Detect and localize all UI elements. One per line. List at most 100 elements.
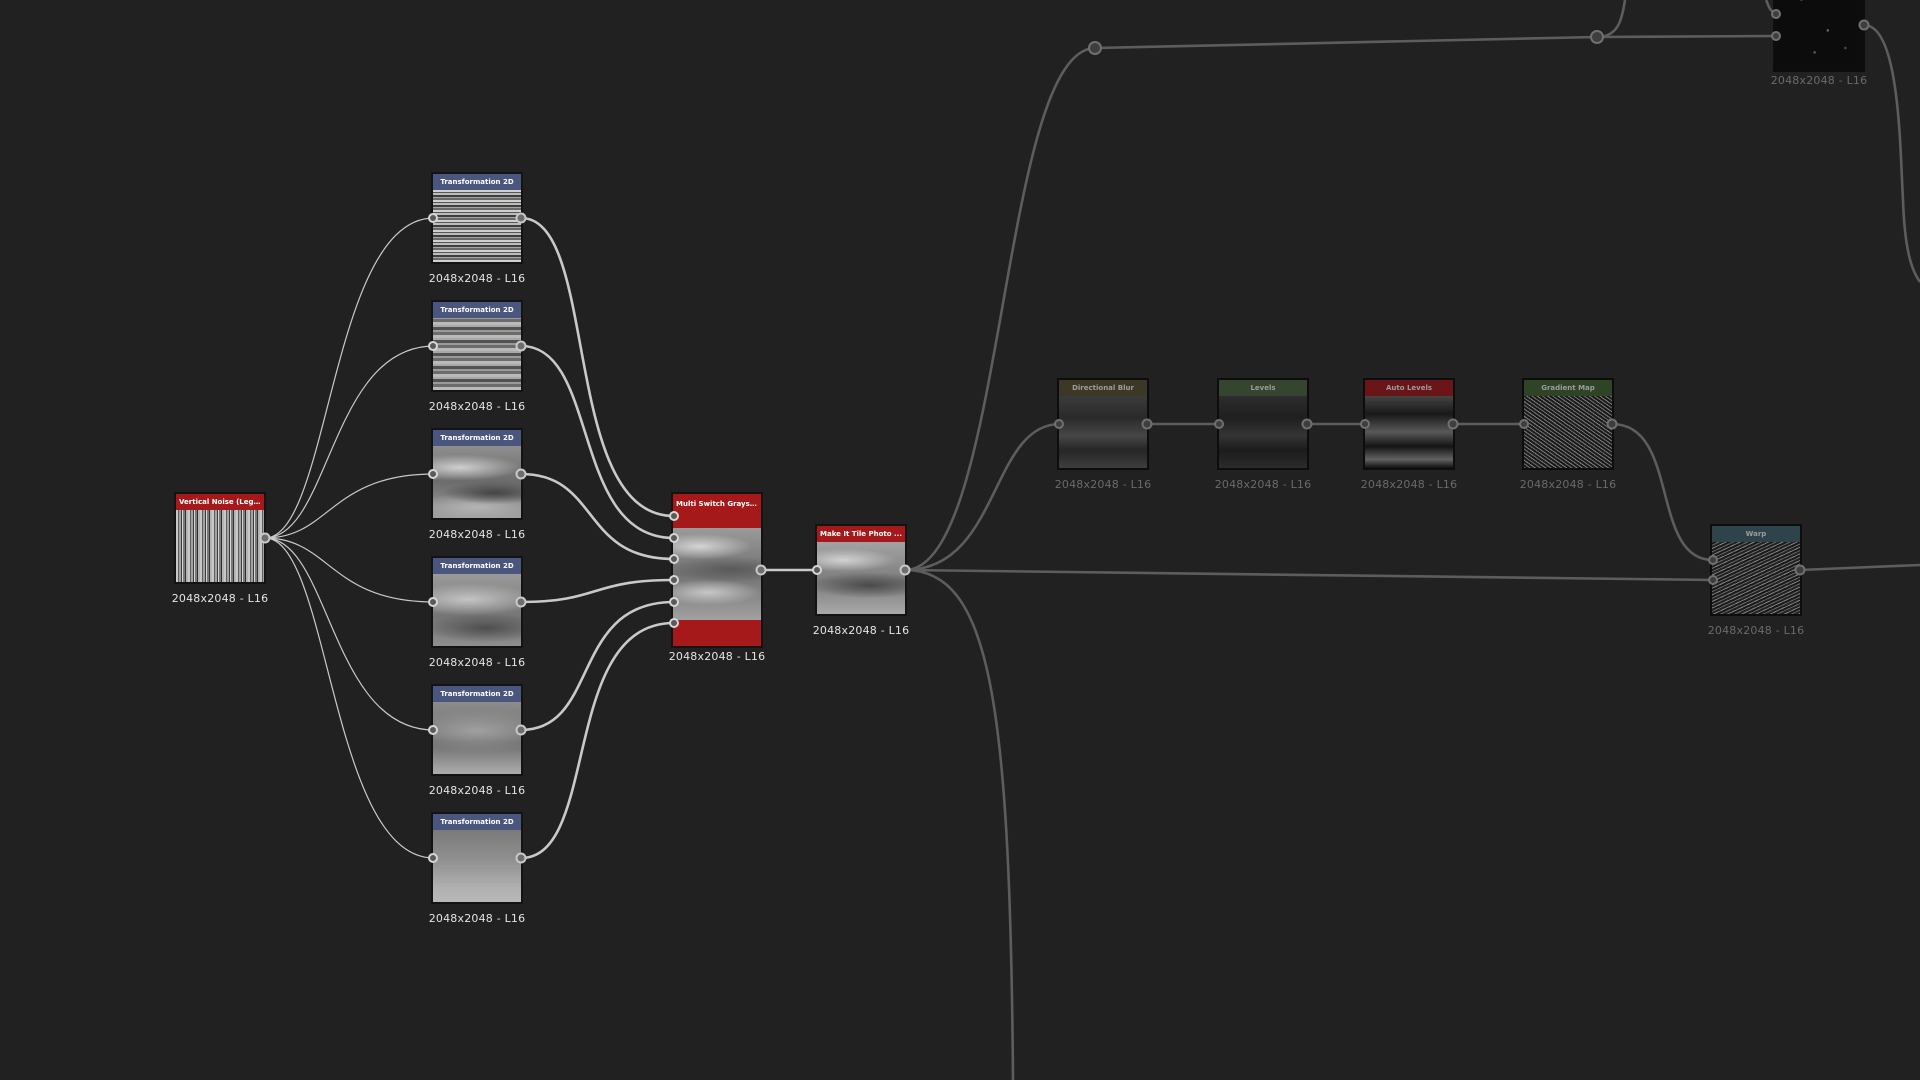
wire[interactable] xyxy=(1611,422,1714,562)
input-port[interactable] xyxy=(428,213,438,223)
node-frame: Directional Blur xyxy=(1057,378,1149,470)
node-transformation-2d[interactable]: Transformation 2D 2048x2048 - L16 xyxy=(428,812,527,925)
input-port[interactable] xyxy=(669,554,679,564)
node-transformation-2d[interactable]: Transformation 2D 2048x2048 - L16 xyxy=(428,172,527,285)
input-port[interactable] xyxy=(669,575,679,585)
input-port[interactable] xyxy=(1771,31,1781,41)
node-directional-blur[interactable]: Directional Blur 2048x2048 - L16 xyxy=(1054,378,1153,491)
node-frame xyxy=(1773,0,1865,72)
wire[interactable] xyxy=(520,216,675,518)
node-thumbnail xyxy=(176,510,264,582)
output-port[interactable] xyxy=(515,596,527,608)
node-resolution: 2048x2048 - L16 xyxy=(171,592,269,605)
wire[interactable] xyxy=(520,621,675,860)
node-resolution: 2048x2048 - L16 xyxy=(668,650,766,663)
node-resolution: 2048x2048 - L16 xyxy=(1054,478,1152,491)
output-port[interactable] xyxy=(515,212,527,224)
input-port[interactable] xyxy=(669,511,679,521)
wire[interactable] xyxy=(1094,35,1598,50)
output-port[interactable] xyxy=(1858,19,1870,31)
input-port[interactable] xyxy=(1054,419,1064,429)
wire[interactable] xyxy=(264,537,435,731)
input-port[interactable] xyxy=(428,597,438,607)
output-port[interactable] xyxy=(515,852,527,864)
node-title: Transformation 2D xyxy=(433,814,521,830)
node-title: Levels xyxy=(1219,380,1307,396)
output-port[interactable] xyxy=(755,564,767,576)
wire[interactable] xyxy=(264,345,435,539)
input-port[interactable] xyxy=(669,533,679,543)
wire[interactable] xyxy=(264,537,435,859)
reroute-dot[interactable] xyxy=(1088,41,1102,55)
input-port[interactable] xyxy=(812,565,822,575)
wire[interactable] xyxy=(904,568,1015,1080)
node-multi-switch[interactable]: Multi Switch Grays ... 2048x2048 - L16 xyxy=(669,492,767,663)
wire[interactable] xyxy=(904,422,1061,572)
node-warp[interactable]: Warp 2048x2048 - L16 xyxy=(1708,524,1806,637)
input-port[interactable] xyxy=(428,341,438,351)
node-top-right[interactable]: 2048x2048 - L16 xyxy=(1771,0,1870,87)
wire[interactable] xyxy=(520,600,675,732)
node-frame: Transformation 2D xyxy=(431,684,523,776)
node-resolution: 2048x2048 - L16 xyxy=(1360,478,1458,491)
node-frame: Make It Tile Photo ... xyxy=(815,524,907,616)
input-port[interactable] xyxy=(1519,419,1529,429)
output-port[interactable] xyxy=(899,564,911,576)
node-transformation-2d[interactable]: Transformation 2D 2048x2048 - L16 xyxy=(428,428,527,541)
node-thumbnail xyxy=(1775,0,1863,70)
wire[interactable] xyxy=(264,473,435,539)
node-transformation-2d[interactable]: Transformation 2D 2048x2048 - L16 xyxy=(428,300,527,413)
input-port[interactable] xyxy=(1708,555,1718,565)
output-port[interactable] xyxy=(1301,418,1313,430)
node-frame: Transformation 2D xyxy=(431,812,523,904)
node-thumbnail xyxy=(433,830,521,902)
output-port[interactable] xyxy=(515,468,527,480)
node-frame: Auto Levels xyxy=(1363,378,1455,470)
input-port[interactable] xyxy=(669,618,679,628)
output-port[interactable] xyxy=(1606,418,1618,430)
node-thumbnail xyxy=(1219,396,1307,468)
output-port[interactable] xyxy=(515,340,527,352)
wire[interactable] xyxy=(520,578,675,604)
output-port[interactable] xyxy=(259,532,271,544)
wire[interactable] xyxy=(520,472,675,561)
node-auto-levels[interactable]: Auto Levels 2048x2048 - L16 xyxy=(1360,378,1459,491)
node-title: Transformation 2D xyxy=(433,430,521,446)
node-thumbnail xyxy=(1059,396,1147,468)
input-port[interactable] xyxy=(428,853,438,863)
wire[interactable] xyxy=(520,344,675,540)
node-footer-band xyxy=(673,620,761,646)
node-vertical-noise[interactable]: Vertical Noise (Leg... 2048x2048 - L16 xyxy=(172,492,271,605)
wire[interactable] xyxy=(904,46,1096,572)
wire[interactable] xyxy=(1799,563,1920,572)
node-title: Gradient Map xyxy=(1524,380,1612,396)
output-port[interactable] xyxy=(515,724,527,736)
node-transformation-2d[interactable]: Transformation 2D 2048x2048 - L16 xyxy=(428,684,527,797)
output-port[interactable] xyxy=(1141,418,1153,430)
node-gradient-map[interactable]: Gradient Map 2048x2048 - L16 xyxy=(1519,378,1618,491)
wire[interactable] xyxy=(1863,23,1920,283)
input-port[interactable] xyxy=(1708,575,1718,585)
node-title: Transformation 2D xyxy=(433,174,521,190)
reroute-dot[interactable] xyxy=(1590,30,1604,44)
node-thumbnail xyxy=(1524,396,1612,468)
node-make-it-tile-photo[interactable]: Make It Tile Photo ... 2048x2048 - L16 xyxy=(812,524,911,637)
node-frame: Transformation 2D xyxy=(431,172,523,264)
output-port[interactable] xyxy=(1794,564,1806,576)
node-title: Transformation 2D xyxy=(433,302,521,318)
input-port[interactable] xyxy=(1360,419,1370,429)
node-resolution: 2048x2048 - L16 xyxy=(428,784,526,797)
input-port[interactable] xyxy=(669,597,679,607)
wire[interactable] xyxy=(904,568,1714,582)
node-transformation-2d[interactable]: Transformation 2D 2048x2048 - L16 xyxy=(428,556,527,669)
node-resolution: 2048x2048 - L16 xyxy=(812,624,910,637)
wire[interactable] xyxy=(264,537,435,603)
wire[interactable] xyxy=(1596,34,1777,39)
input-port[interactable] xyxy=(1771,9,1781,19)
wire[interactable] xyxy=(264,217,435,539)
output-port[interactable] xyxy=(1447,418,1459,430)
input-port[interactable] xyxy=(1214,419,1224,429)
input-port[interactable] xyxy=(428,725,438,735)
input-port[interactable] xyxy=(428,469,438,479)
node-levels[interactable]: Levels 2048x2048 - L16 xyxy=(1214,378,1313,491)
